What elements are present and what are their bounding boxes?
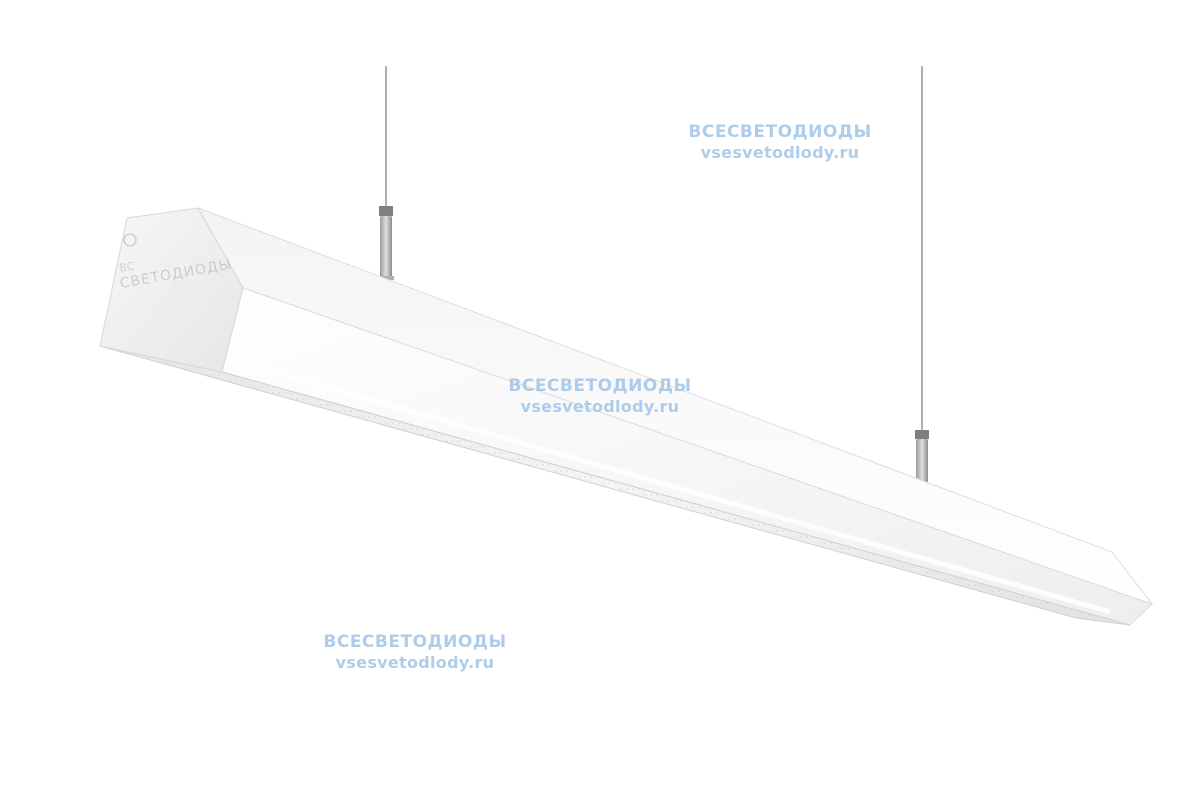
- end-cap-screw-icon: [123, 233, 137, 247]
- end-cap-logo-prefix: ВС: [118, 259, 136, 275]
- cable-gripper-left: [378, 206, 394, 280]
- diffuser-texture: [112, 350, 1122, 622]
- housing-side-face: [221, 287, 1153, 626]
- led-strip-glow: [179, 342, 1111, 615]
- end-cap: [99, 207, 244, 373]
